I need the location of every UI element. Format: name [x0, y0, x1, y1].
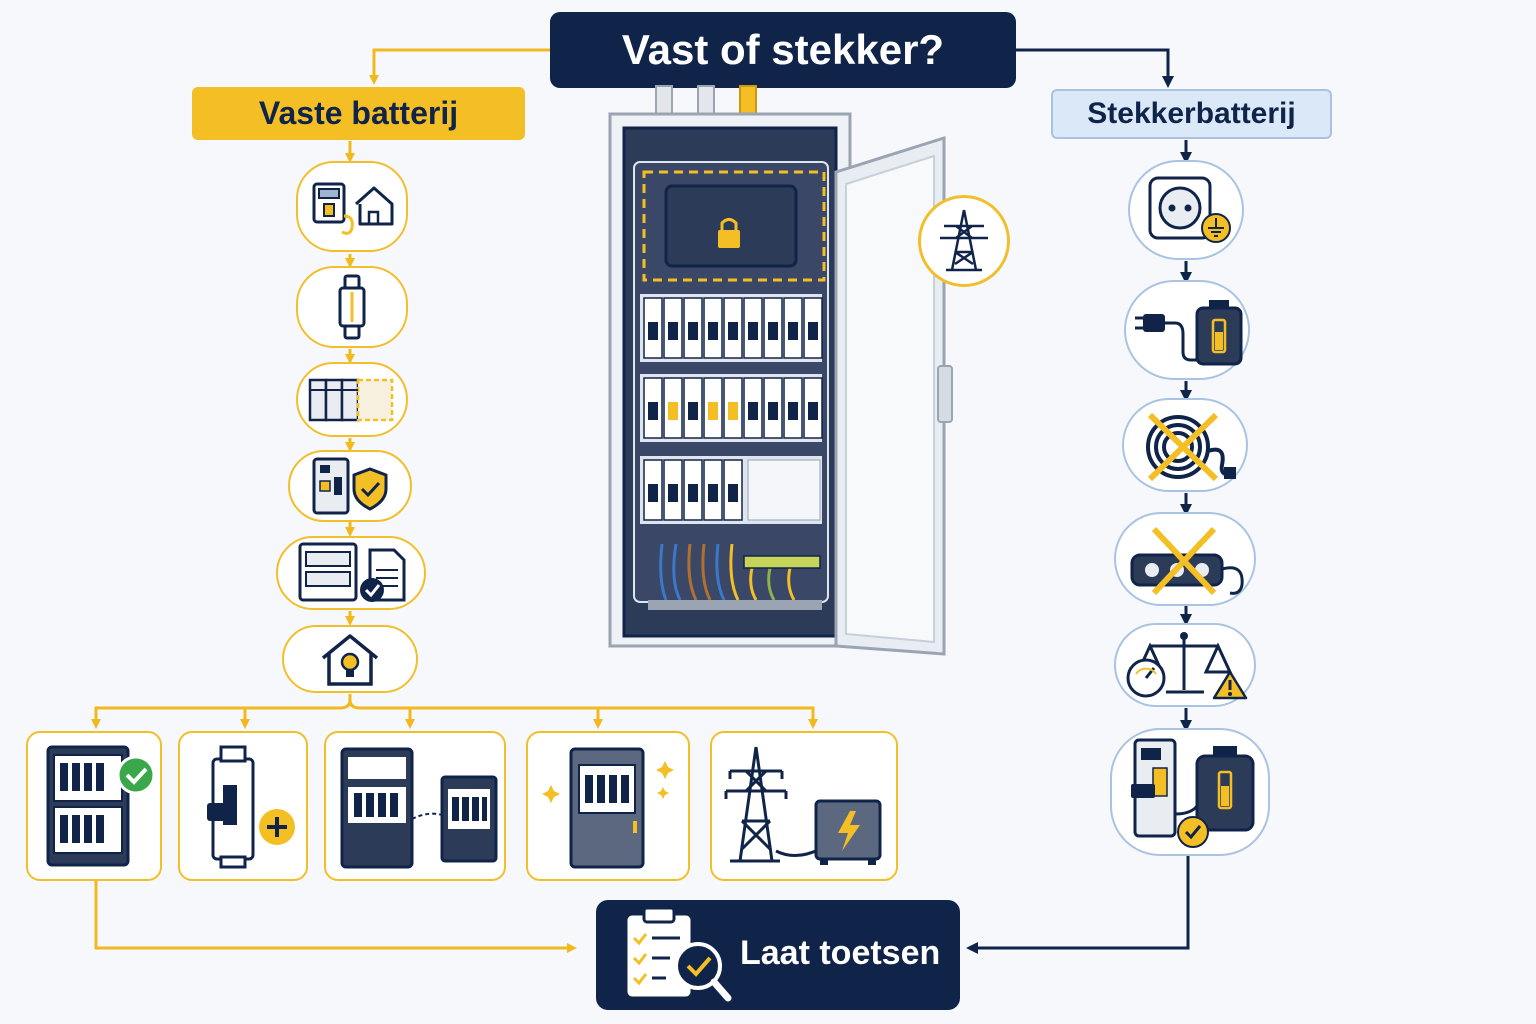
step-meter-house	[296, 161, 408, 252]
fixed-battery-header: Vaste batterij	[192, 87, 525, 140]
pylon-icon	[940, 209, 988, 272]
breaker-battery-check-icon	[1131, 738, 1255, 848]
step-panel-document	[276, 536, 426, 610]
step-no-extension-reel	[1122, 398, 1248, 492]
option-grid-connection	[710, 731, 898, 881]
new-panel-icon	[542, 747, 674, 869]
no-extension-reel-icon	[1146, 412, 1236, 482]
step-grounded-socket	[1128, 160, 1244, 260]
plug-battery-icon	[1135, 300, 1243, 366]
step-load-balance	[1114, 623, 1256, 707]
panel-document-check-icon	[298, 542, 406, 602]
clipboard-magnifier-icon	[624, 906, 732, 1002]
grounded-socket-icon	[1148, 176, 1231, 243]
fuse-icon	[338, 274, 366, 340]
rcd-shield-icon	[312, 457, 388, 515]
final-test-label: Laat toetsen	[740, 934, 941, 972]
step-no-power-strip	[1114, 512, 1256, 606]
no-power-strip-icon	[1130, 526, 1244, 596]
option-add-breaker	[178, 731, 308, 881]
step-plug-battery	[1124, 280, 1250, 380]
breaker-plus-icon	[207, 745, 295, 869]
distribution-cabinet-icon	[608, 85, 953, 656]
plug-battery-header: Stekkerbatterij	[1051, 89, 1332, 139]
step-breaker-rail	[296, 362, 408, 437]
step-rcd-shield	[288, 450, 412, 522]
page-title: Vast of stekker?	[550, 12, 1016, 88]
meter-house-icon	[312, 182, 394, 235]
panel-check-icon	[46, 745, 156, 867]
grid-callout	[918, 195, 1010, 287]
option-subpanel	[324, 731, 506, 881]
option-panel-ok	[26, 731, 162, 881]
step-fuse	[296, 266, 408, 348]
step-house-bulb	[282, 625, 418, 693]
balance-gauge-warning-icon	[1126, 632, 1248, 700]
house-bulb-icon	[321, 634, 379, 686]
panel-subpanel-icon	[340, 747, 498, 869]
breaker-rail-space-icon	[308, 378, 394, 421]
option-new-panel	[526, 731, 690, 881]
step-breaker-battery-check	[1110, 728, 1270, 856]
pylon-inverter-icon	[724, 746, 882, 865]
